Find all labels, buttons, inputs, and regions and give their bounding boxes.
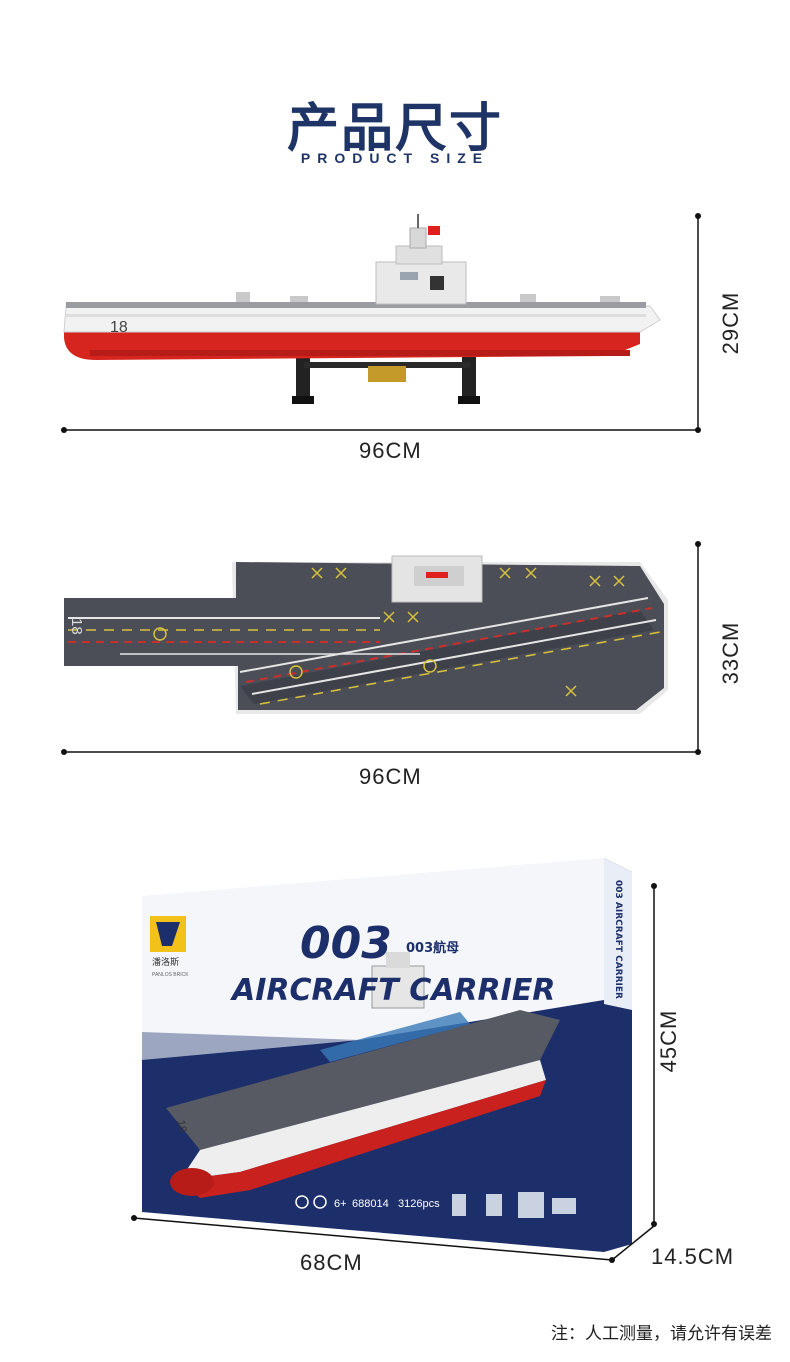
page-subtitle: PRODUCT SIZE	[300, 150, 490, 166]
brand-logo-sub: PANLOS BRICK	[152, 972, 189, 978]
box-width-line	[133, 1217, 613, 1261]
box-model-name: AIRCRAFT CARRIER	[230, 973, 555, 1008]
box-code: 688014	[352, 1198, 389, 1210]
vehicle-icon	[552, 1198, 576, 1214]
box-hull-number: 18	[174, 1119, 188, 1133]
figure-icon	[452, 1194, 466, 1216]
deck-number: 18	[68, 618, 85, 635]
side-width-label: 96CM	[359, 438, 422, 463]
box-height-label: 45CM	[656, 1009, 681, 1073]
box-model-number: 003	[300, 918, 392, 969]
page-title: 产品尺寸	[286, 99, 503, 159]
jet-icon	[486, 1194, 502, 1216]
age-icon	[295, 1195, 309, 1209]
product-box	[142, 858, 632, 1252]
box-pcs: 3126pcs	[398, 1198, 440, 1210]
box-width-label: 68CM	[300, 1250, 363, 1275]
side-view-ship	[63, 214, 661, 404]
box-spine-text: 003 AIRCRAFT CARRIER	[613, 880, 623, 999]
display-plaque	[368, 366, 406, 382]
box-model-cn: 003航母	[406, 940, 459, 956]
side-hull-number: 18	[110, 319, 128, 336]
warning-icon	[313, 1195, 327, 1209]
top-view-deck	[64, 555, 668, 714]
top-height-label: 33CM	[718, 621, 743, 685]
side-height-label: 29CM	[718, 291, 743, 355]
top-width-label: 96CM	[359, 764, 422, 789]
box-age: 6+	[334, 1198, 347, 1210]
brand-logo-text: 潘洛斯	[152, 956, 179, 968]
measurement-note: 注：人工测量，请允许有误差	[551, 1324, 772, 1344]
box-depth-label: 14.5CM	[651, 1244, 735, 1269]
box-depth-line	[611, 1225, 655, 1261]
aircraft-set-icon	[518, 1192, 544, 1218]
